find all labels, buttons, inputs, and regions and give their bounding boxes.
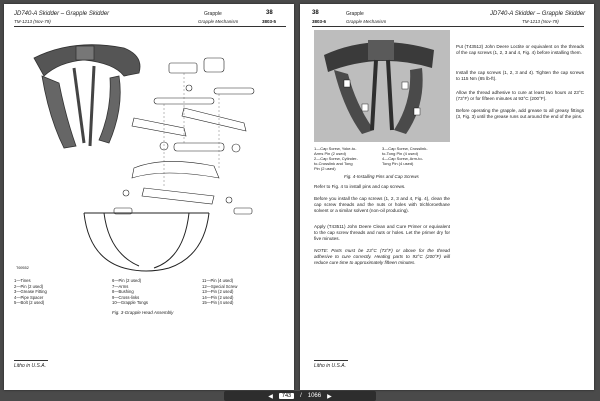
left-page: JD740-A Skidder – Grapple Skidder TM-121… (4, 4, 294, 390)
legend-item: 6—Pin (2 used) (112, 278, 142, 283)
legend-item: 3—Grease Fitting (14, 289, 47, 295)
legend-item: Tong Pin (4 used) (382, 161, 414, 166)
legend-item: 5—Bolt (2 used) (14, 300, 45, 306)
legend-item: 1—Tines (14, 278, 31, 283)
body-text: Before you install the cap screws (1, 2,… (314, 196, 450, 213)
legend-column-3: 11—Pin (4 used) 12—Special Screw 13—Pin … (202, 278, 237, 306)
page-header-section: Grapple (204, 11, 222, 17)
legend-item: to-Crosslink and Tong (314, 161, 353, 166)
legend-item: 15—Pin (4 used) (202, 300, 234, 306)
total-pages: 1066 (307, 393, 322, 399)
previous-page-icon[interactable]: ◀ (268, 393, 273, 400)
current-page-field[interactable]: 743 (278, 393, 295, 399)
instruction-text: Before operating the grapple, add grease… (456, 108, 584, 119)
body-text: Apply (T43511) John Deere Clean and Cure… (314, 224, 450, 241)
legend-column-1: 1—Tines 2—Pin (2 used) 3—Grease Fitting … (14, 278, 47, 306)
page-footer: Litho in U.S.A. (314, 363, 346, 369)
page-header-subtitle: TM-1213 (Nov-79) (14, 19, 51, 24)
page-separator: / (300, 393, 302, 399)
next-page-icon[interactable]: ▶ (327, 393, 332, 400)
page-header-subsection: Grapple Mechanism (346, 19, 387, 24)
legend-item: 7—Arms (112, 283, 129, 289)
page-reference: 3803-5 (262, 19, 277, 24)
page-reference: 3803-6 (312, 19, 327, 24)
instruction-text: Put (T43512) John Deere Loctite or equiv… (456, 44, 584, 55)
footer-rule (14, 360, 48, 361)
page-number: 38 (312, 10, 319, 16)
legend-column-2: 3—Cap Screw, Crosslink- to-Tong Pin (4 u… (382, 146, 428, 166)
legend-item: 1—Cap Screw, Yoke-to- (314, 146, 357, 151)
page-number: 38 (266, 10, 273, 16)
legend-item: Arms Pin (2 used) (314, 151, 347, 156)
page-header-section: Grapple (346, 11, 364, 17)
legend-item: 4—Pipe Spacer (14, 294, 44, 300)
legend-item: to-Tong Pin (4 used) (382, 151, 419, 156)
figure-code: T69552 (16, 266, 29, 270)
legend-item: 2—Cap Screw, Cylinder- (314, 156, 358, 161)
header-rule (312, 26, 584, 27)
legend-item: 4—Cap Screw, Arm-to- (382, 156, 423, 161)
instruction-text: Install the cap screws (1, 2, 3 and 4). … (456, 70, 584, 81)
note-text: NOTE: Parts must be 23°C (73°F) or above… (314, 248, 450, 265)
body-text: Refer to Fig. 4 to install pins and cap … (314, 184, 406, 189)
instruction-text: Allow the thread adhesive to cure at lea… (456, 90, 584, 101)
header-rule (14, 26, 286, 27)
legend-item: Pin (2 used) (314, 166, 336, 171)
figure-caption: Fig. 3-Grapple Head Assembly (112, 310, 174, 315)
right-page: 38 3803-6 Grapple Grapple Mechanism JD74… (300, 4, 594, 390)
page-header-subsection: Grapple Mechanism (198, 19, 239, 24)
legend-item: 3—Cap Screw, Crosslink- (382, 146, 428, 151)
legend-item: 10—Grapple Tongs (112, 300, 149, 306)
legend-item: 2—Pin (2 used) (14, 283, 44, 289)
page-navigator: ◀ 743 / 1066 ▶ (224, 391, 376, 401)
legend-item: 12—Special Screw (202, 283, 238, 289)
legend-column-2: 6—Pin (2 used) 7—Arms 8—Bushing 9—Cross-… (112, 278, 148, 306)
page-header-title: JD740-A Skidder – Grapple Skidder (490, 11, 586, 17)
grapple-head-assembly-drawing (33, 44, 255, 272)
page-header-subtitle: TM-1213 (Nov-79) (522, 19, 559, 24)
legend-item: 14—Pin (2 used) (202, 294, 234, 300)
figure-caption: Fig. 4-Installing Pins and Cap Screws (344, 174, 419, 179)
legend-item: 8—Bushing (112, 289, 134, 295)
legend-item: 11—Pin (4 used) (202, 278, 234, 283)
legend-item: 9—Cross-links (112, 294, 140, 300)
page-header-title: JD740-A Skidder – Grapple Skidder (14, 11, 110, 17)
footer-rule (314, 360, 348, 361)
page-footer: Litho in U.S.A. (14, 363, 46, 369)
legend-column-1: 1—Cap Screw, Yoke-to- Arms Pin (2 used) … (314, 146, 358, 171)
installing-pins-photo (314, 30, 450, 142)
legend-item: 13—Pin (2 used) (202, 289, 234, 295)
